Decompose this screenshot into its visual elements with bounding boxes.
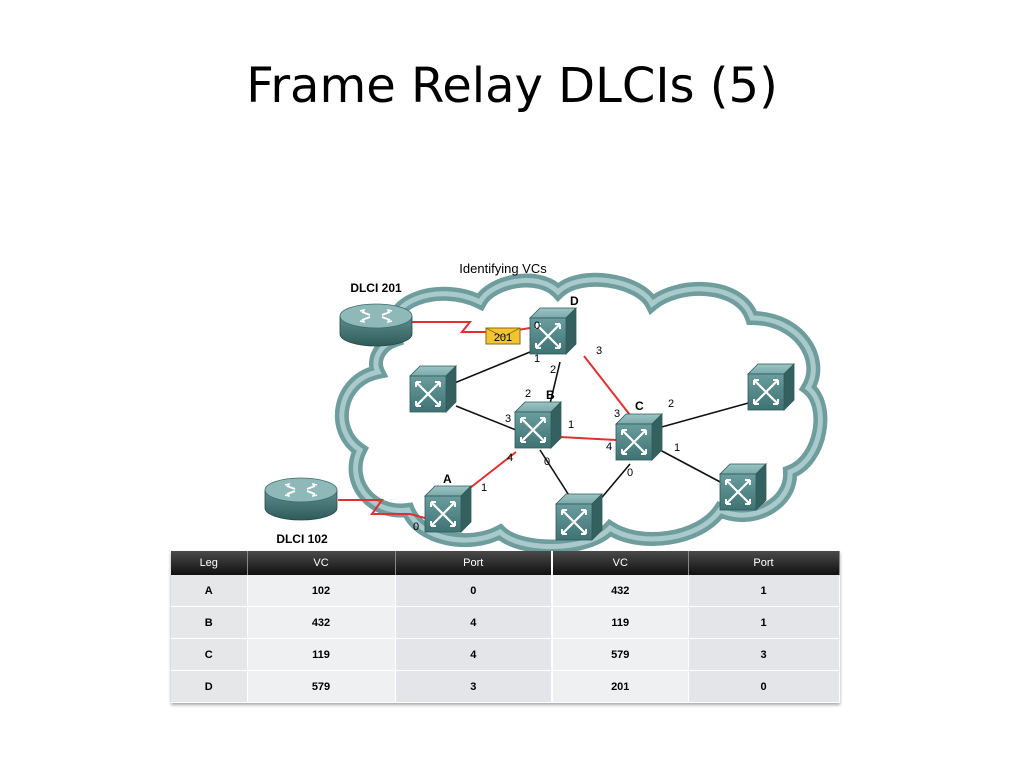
- header-vc-out: VC: [551, 551, 689, 575]
- network-diagram: 201 Identifying VCs DLCI 201 DLCI 102 D …: [264, 261, 828, 554]
- cell-port-out: 3: [688, 638, 840, 671]
- port-c-0: 0: [627, 467, 633, 479]
- cell-vc-in: 432: [247, 606, 396, 639]
- link-b-to-bottom: [539, 449, 573, 501]
- cell-port-in: 4: [395, 638, 553, 671]
- cell-port-out: 1: [688, 575, 840, 607]
- port-d-1: 1: [534, 353, 540, 365]
- link-left-to-d: [451, 351, 531, 385]
- router-dlci-102: [264, 477, 338, 521]
- header-vc-in: VC: [247, 551, 396, 575]
- switch-c: [614, 412, 664, 462]
- port-a-0: 0: [413, 521, 419, 533]
- network-links: [451, 351, 753, 503]
- cell-port-in: 3: [395, 670, 553, 703]
- frame-tag-201: 201: [485, 327, 521, 345]
- port-c-3: 3: [614, 408, 620, 420]
- port-c-2: 2: [668, 398, 674, 410]
- port-numbers: 0 1 2 3 2 3 1 4 0 3 2 4 1 0 1 0: [413, 320, 680, 533]
- switch-bottom: [554, 492, 604, 542]
- table-row: D 579 3 201 0: [171, 670, 840, 703]
- switch-right-bottom: [718, 462, 768, 512]
- link-b-to-c: [559, 436, 617, 441]
- port-d-0: 0: [534, 320, 540, 332]
- cell-leg: D: [171, 670, 248, 703]
- cell-port-in: 4: [395, 606, 553, 639]
- switch-a: [423, 484, 473, 534]
- cell-vc-out: 432: [551, 575, 689, 607]
- cell-vc-in: 102: [247, 575, 396, 607]
- frame-tag-label: 201: [494, 332, 512, 344]
- link-d-to-c: [583, 355, 631, 416]
- switch-b-label: B: [546, 388, 555, 402]
- table-row: B 432 4 119 1: [171, 606, 840, 639]
- diagram-caption: Identifying VCs: [459, 261, 547, 276]
- link-c-to-right-bottom: [659, 449, 725, 485]
- switch-left: [408, 364, 458, 414]
- port-b-1: 1: [568, 419, 574, 431]
- header-leg: Leg: [171, 551, 248, 575]
- switch-d-label: D: [570, 294, 579, 308]
- port-d-3: 3: [596, 345, 602, 357]
- switch-b: [513, 400, 563, 450]
- link-a-to-b: [469, 451, 517, 489]
- cell-vc-out: 119: [551, 606, 689, 639]
- port-b-3: 3: [505, 413, 511, 425]
- cell-leg: C: [171, 638, 248, 671]
- header-port-out: Port: [688, 551, 840, 575]
- serial-link-bottom: [338, 499, 426, 519]
- cell-port-out: 1: [688, 606, 840, 639]
- switch-right-top: [746, 362, 796, 412]
- link-left-to-b: [455, 405, 517, 431]
- table-header-row: Leg VC Port VC Port: [171, 551, 840, 575]
- cell-leg: B: [171, 606, 248, 639]
- switch-c-label: C: [635, 399, 644, 413]
- switch-a-label: A: [443, 472, 452, 486]
- table-row: A 102 0 432 1: [171, 575, 840, 607]
- link-c-to-right-top: [657, 401, 753, 429]
- port-b-2: 2: [525, 388, 531, 400]
- vc-table: Leg VC Port VC Port A 102 0 432 1 B 432 …: [171, 551, 840, 703]
- port-b-4: 4: [507, 452, 513, 464]
- cell-vc-out: 579: [551, 638, 689, 671]
- port-d-2: 2: [550, 364, 556, 376]
- router-bottom-label: DLCI 102: [276, 532, 328, 546]
- cell-port-out: 0: [688, 670, 840, 703]
- header-port-in: Port: [395, 551, 553, 575]
- router-top-label: DLCI 201: [350, 281, 402, 295]
- cell-vc-in: 119: [247, 638, 396, 671]
- cell-leg: A: [171, 575, 248, 607]
- cell-port-in: 0: [395, 575, 553, 607]
- link-c-to-bottom: [597, 463, 631, 503]
- cell-vc-out: 201: [551, 670, 689, 703]
- cell-vc-in: 579: [247, 670, 396, 703]
- port-c-4: 4: [606, 441, 612, 453]
- slide-title: Frame Relay DLCIs (5): [246, 58, 778, 114]
- port-c-1: 1: [674, 442, 680, 454]
- table-row: C 119 4 579 3: [171, 638, 840, 671]
- port-a-1: 1: [481, 482, 487, 494]
- port-b-0: 0: [544, 456, 550, 468]
- router-dlci-201: [339, 303, 413, 347]
